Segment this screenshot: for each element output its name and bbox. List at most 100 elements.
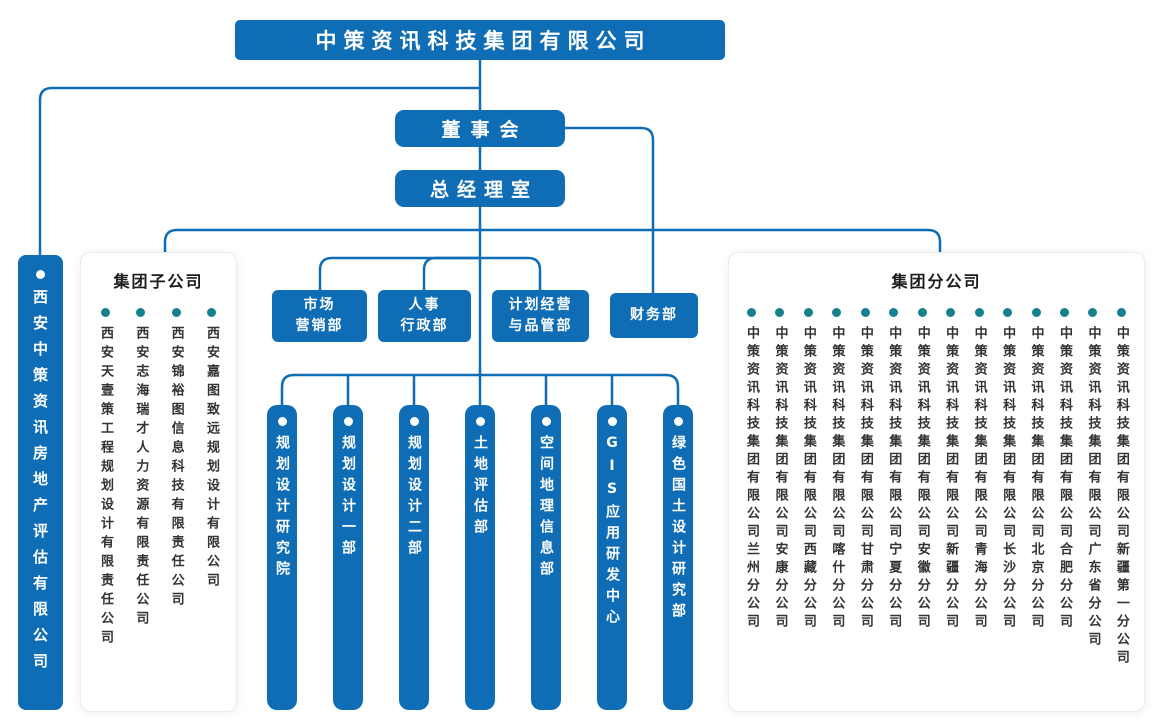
dept-box-finance: 财务部 — [610, 293, 698, 338]
subsidiary-label: 西安天壹策工程规划设计有限责任公司 — [98, 326, 113, 649]
bullet-dot-icon — [803, 308, 813, 317]
bullet-dot-icon — [917, 308, 927, 317]
branch-item: 中策资讯科技集团有限公司安康分公司 — [770, 308, 789, 668]
subsidiary-label: 西安嘉图致远规划设计有限公司 — [203, 326, 219, 592]
board-label: 董事会 — [441, 119, 529, 141]
branch-label: 中策资讯科技集团有限公司甘肃分公司 — [857, 326, 873, 632]
dept-label-line: 计划经营 — [508, 297, 573, 313]
org-root-label: 中策资讯科技集团有限公司 — [315, 29, 652, 53]
gm-office-label: 总经理室 — [429, 179, 538, 201]
branch-item: 中策资讯科技集团有限公司合肥分公司 — [1055, 308, 1074, 668]
bullet-dot-icon — [343, 417, 353, 426]
branch-item: 中策资讯科技集团有限公司安徽分公司 — [913, 308, 932, 668]
dept-label: 规划设计一部 — [340, 435, 356, 561]
bullet-dot-icon — [1116, 308, 1126, 317]
branch-label: 中策资讯科技集团有限公司兰州分公司 — [744, 326, 759, 632]
bullet-dot-icon — [673, 417, 683, 426]
branch-label: 中策资讯科技集团有限公司青海分公司 — [971, 326, 987, 632]
left-company-node: 西安中策资讯房地产评估有限公司 — [18, 255, 63, 710]
dept-box-planning-institute: 规划设计研究院 — [267, 405, 297, 710]
branch-label: 中策资讯科技集团有限公司安康分公司 — [772, 326, 788, 632]
branches-panel-title: 集团分公司 — [891, 272, 982, 291]
dept-label-line: 人事 — [408, 297, 441, 313]
dept-label-line: 营销部 — [295, 318, 344, 334]
subsidiary-item: 西安志海瑞才人力资源有限责任公司 — [131, 308, 150, 649]
dept-box-marketing: 市场 营销部 — [272, 290, 367, 342]
bullet-dot-icon — [36, 270, 45, 279]
subsidiaries-columns: 西安天壹策工程规划设计有限责任公司 西安志海瑞才人力资源有限责任公司 西安锦裕图… — [81, 308, 236, 649]
dept-label: GIS应用研发中心 — [604, 435, 620, 630]
branch-item: 中策资讯科技集团有限公司新疆分公司 — [941, 308, 960, 668]
subsidiary-item: 西安嘉图致远规划设计有限公司 — [202, 308, 221, 649]
subsidiaries-panel: 集团子公司 西安天壹策工程规划设计有限责任公司 西安志海瑞才人力资源有限责任公司… — [80, 252, 237, 712]
branch-item: 中策资讯科技集团有限公司喀什分公司 — [827, 308, 846, 668]
bullet-dot-icon — [1059, 308, 1069, 317]
branch-item: 中策资讯科技集团有限公司新疆第一分公司 — [1112, 308, 1131, 668]
dept-label: 空间地理信息部 — [538, 435, 554, 582]
branch-label: 中策资讯科技集团有限公司新疆分公司 — [943, 326, 959, 632]
left-company-label: 西安中策资讯房地产评估有限公司 — [31, 289, 49, 679]
branch-item: 中策资讯科技集团有限公司西藏分公司 — [799, 308, 818, 668]
dept-box-planning-quality: 计划经营 与品管部 — [492, 290, 589, 342]
bullet-dot-icon — [1031, 308, 1041, 317]
bullet-dot-icon — [747, 308, 756, 317]
bullet-dot-icon — [974, 308, 984, 317]
branch-label: 中策资讯科技集团有限公司新疆第一分公司 — [1113, 326, 1129, 668]
bullet-dot-icon — [101, 308, 110, 317]
subsidiary-label: 西安志海瑞才人力资源有限责任公司 — [133, 326, 149, 630]
bullet-dot-icon — [889, 308, 899, 317]
dept-label: 绿色国土设计研究部 — [670, 435, 686, 624]
org-root-node: 中策资讯科技集团有限公司 — [235, 20, 725, 60]
bullet-dot-icon — [277, 417, 287, 426]
dept-box-green-land-design: 绿色国土设计研究部 — [663, 405, 693, 710]
bullet-dot-icon — [206, 308, 216, 317]
dept-label-line: 财务部 — [630, 307, 678, 323]
board-node: 董事会 — [395, 110, 565, 147]
bullet-dot-icon — [409, 417, 419, 426]
bullet-dot-icon — [171, 308, 181, 317]
bullet-dot-icon — [136, 308, 146, 317]
branch-item: 中策资讯科技集团有限公司广东省分公司 — [1083, 308, 1102, 668]
dept-box-land-appraisal: 土地评估部 — [465, 405, 495, 710]
branch-label: 中策资讯科技集团有限公司宁夏分公司 — [886, 326, 902, 632]
dept-box-planning-design-1: 规划设计一部 — [333, 405, 363, 710]
branch-item: 中策资讯科技集团有限公司兰州分公司 — [742, 308, 761, 668]
bullet-dot-icon — [541, 417, 551, 426]
branch-item: 中策资讯科技集团有限公司青海分公司 — [970, 308, 989, 668]
bullet-dot-icon — [607, 417, 617, 426]
subsidiary-label: 西安锦裕图信息科技有限责任公司 — [168, 326, 184, 611]
branches-panel: 集团分公司 中策资讯科技集团有限公司兰州分公司 中策资讯科技集团有限公司安康分公… — [728, 252, 1145, 712]
dept-label-line: 行政部 — [400, 318, 449, 334]
bullet-dot-icon — [775, 308, 785, 317]
bullet-dot-icon — [475, 417, 485, 426]
subsidiary-item: 西安天壹策工程规划设计有限责任公司 — [96, 308, 115, 649]
bullet-dot-icon — [1003, 308, 1013, 317]
subsidiaries-panel-title: 集团子公司 — [113, 272, 204, 291]
branch-label: 中策资讯科技集团有限公司广东省分公司 — [1085, 326, 1101, 650]
bullet-dot-icon — [1088, 308, 1098, 317]
branch-label: 中策资讯科技集团有限公司长沙分公司 — [1000, 326, 1016, 632]
gm-office-node: 总经理室 — [395, 170, 565, 207]
dept-box-planning-design-2: 规划设计二部 — [399, 405, 429, 710]
branch-label: 中策资讯科技集团有限公司西藏分公司 — [800, 326, 816, 632]
dept-label-line: 市场 — [303, 297, 336, 313]
branch-item: 中策资讯科技集团有限公司宁夏分公司 — [884, 308, 903, 668]
bullet-dot-icon — [946, 308, 956, 317]
dept-box-gis-rnd-center: GIS应用研发中心 — [597, 405, 627, 710]
branch-label: 中策资讯科技集团有限公司喀什分公司 — [829, 326, 845, 632]
dept-box-geospatial-info: 空间地理信息部 — [531, 405, 561, 710]
dept-label: 规划设计二部 — [406, 435, 422, 561]
branch-label: 中策资讯科技集团有限公司安徽分公司 — [914, 326, 930, 632]
branch-label: 中策资讯科技集团有限公司北京分公司 — [1028, 326, 1044, 632]
branch-item: 中策资讯科技集团有限公司北京分公司 — [1027, 308, 1046, 668]
branch-item: 中策资讯科技集团有限公司长沙分公司 — [998, 308, 1017, 668]
branches-columns: 中策资讯科技集团有限公司兰州分公司 中策资讯科技集团有限公司安康分公司 中策资讯… — [729, 308, 1144, 668]
dept-box-hr-admin: 人事 行政部 — [378, 290, 471, 342]
branch-item: 中策资讯科技集团有限公司甘肃分公司 — [856, 308, 875, 668]
bullet-dot-icon — [860, 308, 870, 317]
dept-label: 规划设计研究院 — [274, 435, 290, 582]
branch-label: 中策资讯科技集团有限公司合肥分公司 — [1056, 326, 1072, 632]
subsidiary-item: 西安锦裕图信息科技有限责任公司 — [167, 308, 186, 649]
